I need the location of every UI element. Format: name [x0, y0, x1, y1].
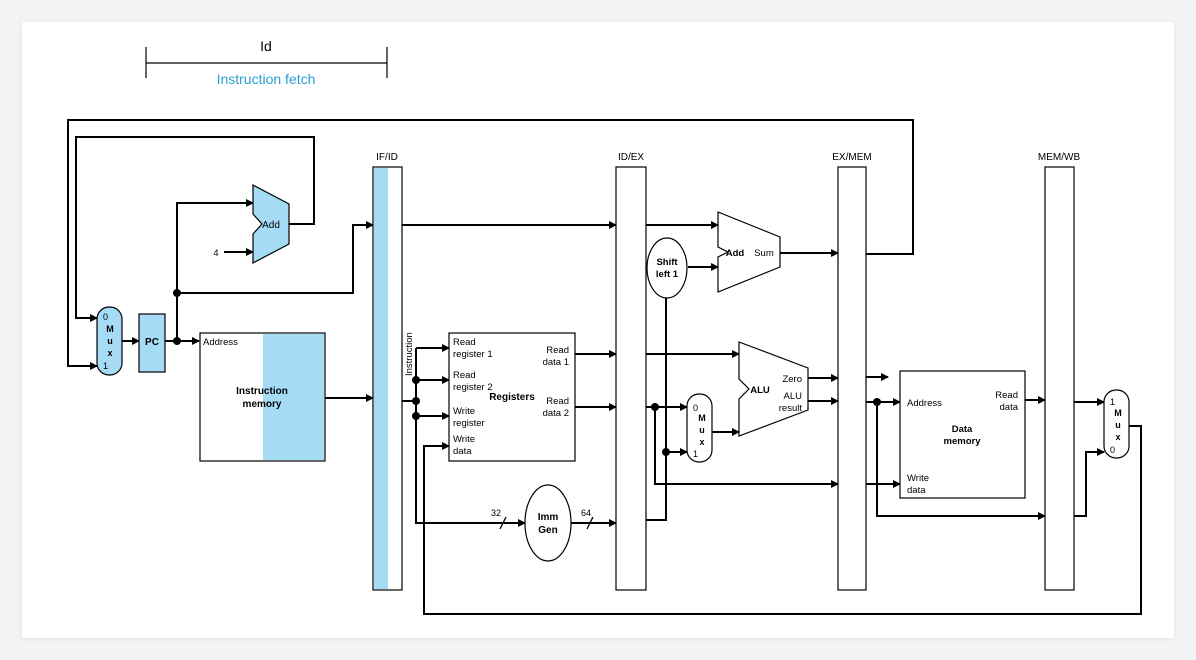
instruction-bus-label: Instruction [404, 332, 415, 376]
pc-adder [252, 184, 290, 264]
imm-gen [524, 484, 572, 562]
registers-name: Registers [489, 392, 535, 403]
imm-gen-label: Imm [538, 512, 559, 523]
imem-name: Instruction [236, 386, 288, 397]
sum-label: Sum [754, 248, 774, 259]
mux-letter: x [1115, 432, 1120, 442]
wb-mux-in1: 1 [1110, 397, 1115, 407]
imm-gen-label: Gen [538, 525, 557, 536]
read-data-1-label: data 1 [543, 357, 569, 368]
pipeline-register-label: EX/MEM [832, 152, 871, 163]
dmem-read-data-label: Read [995, 390, 1018, 401]
register-file [448, 332, 576, 462]
shift-left-label: Shift [656, 257, 678, 268]
imm-out-width: 64 [581, 508, 591, 518]
write-data-label: data [453, 446, 472, 457]
alu-result-label: ALU [784, 391, 803, 402]
dmem-read-data-label: data [1000, 402, 1019, 413]
pc-mux-in0: 0 [103, 312, 108, 322]
zero-label: Zero [782, 374, 802, 385]
pc-register [138, 313, 166, 373]
dmem-name: memory [944, 436, 982, 447]
branch-adder-label: Add [726, 248, 745, 259]
pipeline-register-ex-mem [837, 166, 867, 591]
pipeline-register-label: ID/EX [618, 152, 644, 163]
mux-letter: M [106, 324, 114, 334]
read-register-2-label: Read [453, 370, 476, 381]
alu-mux-in0: 0 [693, 403, 698, 413]
dmem-write-data-label: data [907, 485, 926, 496]
diagram-card [22, 22, 1174, 638]
constant-four: 4 [213, 248, 218, 258]
pc-mux [96, 306, 123, 376]
read-register-1-label: register 1 [453, 349, 493, 360]
shift-left-1 [646, 237, 688, 299]
stage-bracket [145, 47, 388, 78]
branch-adder [717, 211, 781, 293]
alu-mux-in1: 1 [693, 449, 698, 459]
wb-mux-in0: 0 [1110, 445, 1115, 455]
alu [738, 341, 809, 437]
data-memory [899, 370, 1026, 499]
mux-letter: u [1115, 420, 1121, 430]
alu-result-label: result [779, 403, 803, 414]
junction-dots [173, 289, 881, 456]
stage-label: Id [260, 38, 272, 54]
alu-src-mux [686, 393, 713, 463]
alu-label: ALU [750, 385, 770, 396]
imem-address-label: Address [203, 337, 238, 348]
writeback-mux [1103, 389, 1130, 459]
mux-letter: u [699, 425, 705, 435]
mux-letter: x [107, 348, 112, 358]
dmem-address-label: Address [907, 398, 942, 409]
instruction-memory [199, 332, 326, 462]
read-register-1-label: Read [453, 337, 476, 348]
write-register-label: Write [453, 406, 475, 417]
write-data-label: Write [453, 434, 475, 445]
dmem-write-data-label: Write [907, 473, 929, 484]
pipeline-register-label: MEM/WB [1038, 152, 1081, 163]
pipeline-register-mem-wb [1044, 166, 1075, 591]
mux-letter: M [698, 413, 706, 423]
pc-mux-in1: 1 [103, 361, 108, 371]
mux-letter: x [699, 437, 704, 447]
dmem-name: Data [952, 424, 973, 435]
write-register-label: register [453, 418, 485, 429]
read-data-2-label: data 2 [543, 408, 569, 419]
mux-letter: M [1114, 408, 1122, 418]
stage-title: Instruction fetch [217, 71, 316, 87]
pipeline-register-id-ex [615, 166, 647, 591]
read-data-1-label: Read [546, 345, 569, 356]
pipeline-register-label: IF/ID [376, 152, 398, 163]
read-data-2-label: Read [546, 396, 569, 407]
imem-name: memory [243, 399, 282, 410]
pipeline-register-if-id [372, 166, 403, 591]
pc-label: PC [145, 337, 159, 348]
shift-left-label: left 1 [656, 269, 679, 280]
pc-adder-label: Add [262, 220, 280, 231]
read-register-2-label: register 2 [453, 382, 493, 393]
imm-in-width: 32 [491, 508, 501, 518]
mux-letter: u [107, 336, 113, 346]
